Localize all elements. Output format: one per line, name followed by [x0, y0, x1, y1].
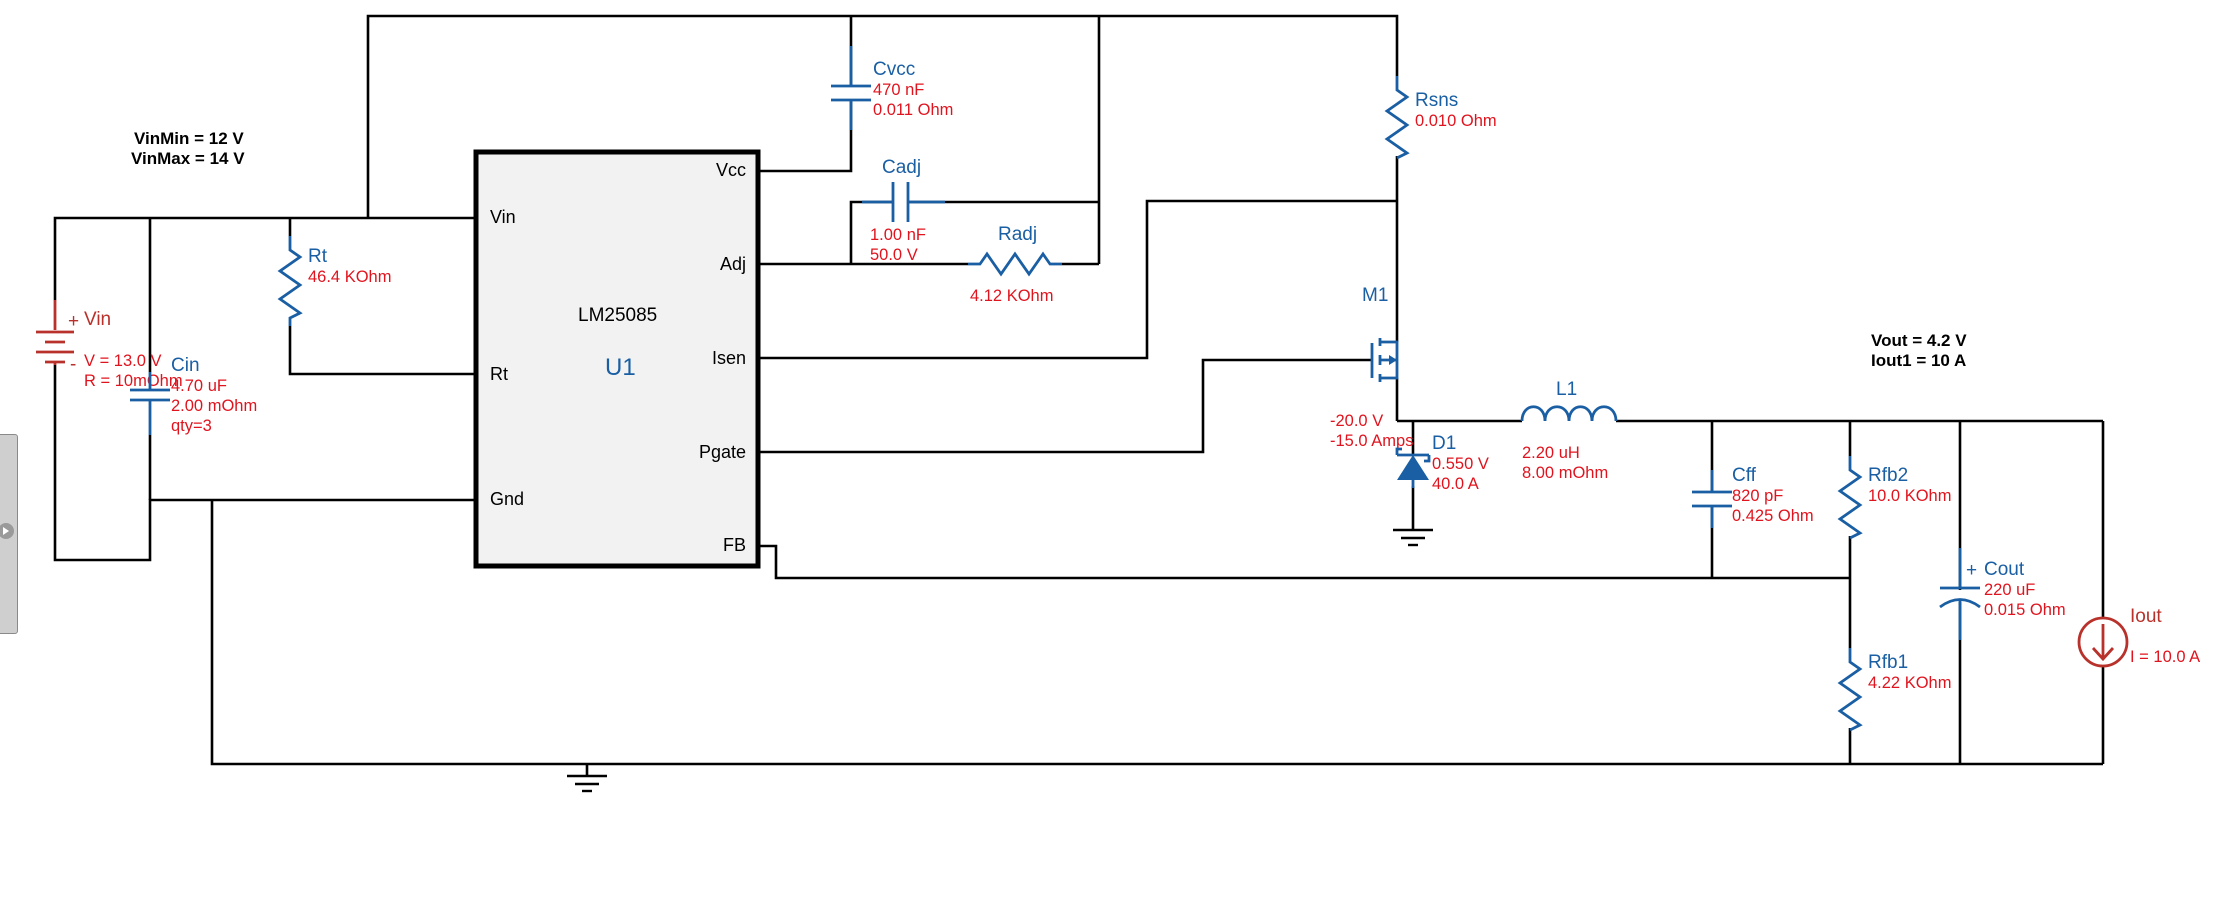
cout-plus-sign: +: [1966, 560, 1977, 581]
rfb2-name: Rfb2: [1868, 465, 1908, 486]
resistor-rfb2[interactable]: Rfb2 10.0 KOhm: [1837, 456, 1951, 540]
pin-pgate-label: Pgate: [699, 442, 746, 462]
pin-vcc-label: Vcc: [716, 160, 746, 180]
m1-name: M1: [1362, 285, 1388, 306]
vin-minus-sign: -: [70, 354, 76, 375]
l1-inductance: 2.20 uH: [1522, 444, 1580, 462]
cvcc-capacitance: 470 nF: [873, 81, 924, 99]
rsns-value: 0.010 Ohm: [1415, 112, 1497, 130]
d1-current: 40.0 A: [1432, 475, 1479, 493]
cout-esr: 0.015 Ohm: [1984, 601, 2066, 619]
resistor-rt[interactable]: Rt 46.4 KOhm: [277, 236, 391, 326]
cin-capacitance: 4.70 uF: [171, 377, 227, 395]
m1-current: -15.0 Amps: [1330, 432, 1413, 450]
cff-capacitance: 820 pF: [1732, 487, 1783, 505]
iout-value: I = 10.0 A: [2130, 648, 2200, 666]
vin-min-label: VinMin = 12 V: [134, 129, 244, 148]
capacitor-cvcc[interactable]: Cvcc 470 nF 0.011 Ohm: [831, 46, 953, 130]
ic-u1[interactable]: LM25085 U1 Vin Rt Gnd Vcc Adj Isen Pgate…: [473, 149, 761, 569]
cvcc-name: Cvcc: [873, 59, 915, 80]
resistor-rsns[interactable]: Rsns 0.010 Ohm: [1384, 76, 1497, 160]
rfb1-value: 4.22 KOhm: [1868, 674, 1951, 692]
m1-vgs: -20.0 V: [1330, 412, 1383, 430]
cadj-capacitance: 1.00 nF: [870, 226, 926, 244]
vin-resistance: R = 10mOhm: [84, 372, 183, 390]
cin-qty: qty=3: [171, 417, 212, 435]
rfb1-name: Rfb1: [1868, 652, 1908, 673]
vin-voltage: V = 13.0 V: [84, 352, 162, 370]
cff-name: Cff: [1732, 465, 1757, 486]
pin-rt-label: Rt: [490, 364, 508, 384]
radj-name: Radj: [998, 224, 1037, 245]
wires: [53, 14, 2105, 776]
cout-capacitance: 220 uF: [1984, 581, 2035, 599]
rsns-name: Rsns: [1415, 90, 1458, 111]
rt-name: Rt: [308, 246, 328, 267]
u1-ref: U1: [605, 354, 636, 381]
design-constraints-output: Vout = 4.2 V Iout1 = 10 A: [1871, 331, 1967, 370]
capacitor-cff[interactable]: Cff 820 pF 0.425 Ohm: [1692, 465, 1814, 528]
rt-value: 46.4 KOhm: [308, 268, 391, 286]
pin-gnd-label: Gnd: [490, 489, 524, 509]
cin-name: Cin: [171, 355, 200, 376]
mosfet-m1[interactable]: M1 -20.0 V -15.0 Amps: [1330, 285, 1413, 450]
cadj-name: Cadj: [882, 157, 921, 178]
side-panel-handle[interactable]: [0, 434, 18, 634]
l1-dcr: 8.00 mOhm: [1522, 464, 1608, 482]
battery-vin[interactable]: + - Vin V = 13.0 V R = 10mOhm: [36, 300, 183, 390]
vin-name: Vin: [84, 309, 111, 330]
cvcc-esr: 0.011 Ohm: [873, 101, 953, 119]
vin-max-label: VinMax = 14 V: [131, 149, 245, 168]
ground-symbol-main: [567, 774, 607, 793]
pin-isen-label: Isen: [712, 348, 746, 368]
iout-name: Iout: [2130, 606, 2162, 627]
u1-part-number: LM25085: [578, 305, 657, 326]
cout-name: Cout: [1984, 559, 2025, 580]
capacitor-cin[interactable]: Cin 4.70 uF 2.00 mOhm qty=3: [130, 355, 257, 435]
pin-fb-label: FB: [723, 535, 746, 555]
cin-esr: 2.00 mOhm: [171, 397, 257, 415]
resistor-rfb1[interactable]: Rfb1 4.22 KOhm: [1837, 648, 1951, 732]
radj-value: 4.12 KOhm: [970, 287, 1053, 305]
design-constraints-input: VinMin = 12 V VinMax = 14 V: [131, 129, 245, 168]
current-source-iout[interactable]: Iout I = 10.0 A: [2077, 606, 2200, 668]
pin-adj-label: Adj: [720, 254, 746, 274]
diode-d1[interactable]: D1 0.550 V 40.0 A: [1395, 433, 1489, 493]
d1-name: D1: [1432, 433, 1456, 454]
iout1-label: Iout1 = 10 A: [1871, 351, 1966, 370]
cff-esr: 0.425 Ohm: [1732, 507, 1814, 525]
capacitor-cadj[interactable]: Cadj 1.00 nF 50.0 V: [862, 157, 945, 264]
capacitor-cout[interactable]: + Cout 220 uF 0.015 Ohm: [1939, 548, 2066, 640]
resistor-radj[interactable]: Radj 4.12 KOhm: [968, 224, 1062, 305]
d1-vf: 0.550 V: [1432, 455, 1489, 473]
inductor-l1[interactable]: L1 2.20 uH 8.00 mOhm: [1520, 379, 1618, 482]
cadj-voltage: 50.0 V: [870, 246, 918, 264]
ground-symbol-d1: [1393, 528, 1433, 547]
vout-label: Vout = 4.2 V: [1871, 331, 1967, 350]
vin-plus-sign: +: [68, 311, 79, 332]
l1-name: L1: [1556, 379, 1577, 400]
pin-vin-label: Vin: [490, 207, 516, 227]
rfb2-value: 10.0 KOhm: [1868, 487, 1951, 505]
play-triangle-icon: [3, 527, 9, 535]
